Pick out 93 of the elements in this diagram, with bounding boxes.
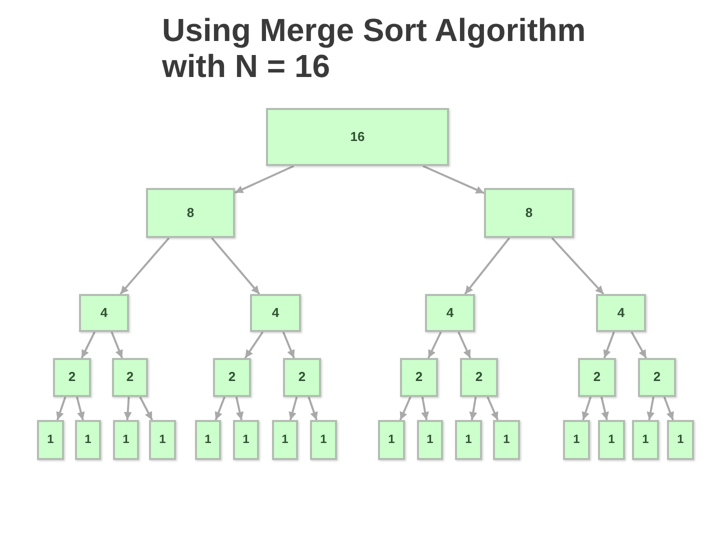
node-value: 2 [298,370,306,385]
arrow [428,332,442,358]
tree-node-box [563,420,590,460]
tree-node-box [213,358,251,397]
arrow [422,165,484,194]
node-value: 1 [47,433,54,447]
tree-node-box [310,420,337,460]
node-value: 1 [388,433,395,447]
tree-node-box [37,420,64,460]
tree-node-box [632,420,659,460]
tree-node-box [638,358,676,397]
tree-node-box [53,358,91,397]
node-value: 8 [186,206,194,220]
arrow [458,332,472,358]
node-value: 1 [608,433,615,447]
node-value: 2 [593,370,601,385]
node-value: 1 [204,433,212,447]
arrow [282,332,295,358]
node-value: 1 [642,433,649,447]
tree-node-box [112,358,148,397]
node-value: 1 [465,433,472,447]
tree-node-box [484,188,574,238]
node-value: 2 [653,370,661,385]
node-value: 1 [573,433,580,447]
tree-node-box [598,420,625,460]
arrow [110,332,124,358]
arrow [646,396,655,420]
tree-node-box [455,420,482,460]
node-value: 4 [617,306,625,320]
node-value: 1 [320,433,327,447]
tree-node-box [400,358,438,397]
tree-node-box [667,420,694,460]
node-value: 1 [122,433,130,447]
tree-node-box [233,420,259,460]
tree-node-box [283,358,321,397]
tree-node-box [425,294,475,332]
arrow [421,396,430,420]
node-value: 2 [126,370,134,385]
tree-node-box [149,420,176,460]
tree-node-box [266,108,449,166]
node-value: 1 [677,433,684,447]
tree-node-box [378,420,405,460]
tree-node-box [75,420,101,460]
arrow [582,396,592,420]
tree-node-box [113,420,139,460]
arrow [308,396,318,420]
node-value: 1 [159,433,166,447]
arrow [214,396,226,420]
node-value: 8 [525,206,533,220]
node-value: 1 [242,433,250,447]
node-value: 2 [475,370,483,385]
node-value: 2 [68,370,76,385]
title: Using Merge Sort Algorithm with N = 16 [162,12,587,84]
node-value: 4 [446,306,454,320]
arrow [464,237,510,295]
tree-node-box [460,358,498,397]
node-value: 1 [282,433,288,447]
node-value: 4 [100,306,108,320]
node-value: 4 [272,306,280,320]
node-value: 1 [503,433,510,447]
arrow [288,396,298,420]
node-value: 2 [228,370,236,385]
arrow [234,165,294,194]
tree-node-box [250,294,301,332]
arrow [80,332,96,358]
arrow [235,396,244,420]
tree-node-box [417,420,443,460]
arrow [139,396,153,420]
arrow [76,396,85,420]
tree-node-box [195,420,221,460]
node-value: 2 [415,370,423,385]
arrow [211,237,260,295]
arrow [120,237,170,295]
tree-node-box [493,420,520,460]
node-value: 1 [426,433,434,447]
arrow [551,237,604,295]
arrow [603,332,615,358]
arrow [486,396,499,420]
arrow [600,396,609,420]
arrow [469,396,478,420]
arrow [630,332,647,358]
arrow [124,396,132,420]
tree-node-box [578,358,616,397]
arrow [56,396,66,420]
node-value: 1 [84,433,92,447]
node-value: 16 [350,130,365,144]
tree-node-box [272,420,298,460]
arrow [399,396,412,420]
tree-node-box [146,188,235,238]
tree-node-box [79,294,129,332]
tree-node-box [596,294,646,332]
arrow [663,396,674,420]
arrow [244,331,264,359]
